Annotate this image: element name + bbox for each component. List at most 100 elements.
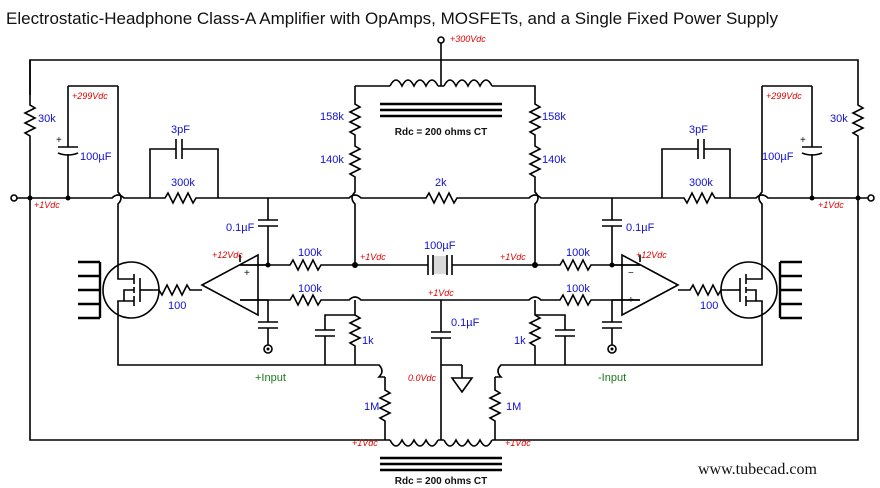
voltage-mid-right: +1Vdc bbox=[500, 252, 526, 262]
label-r-300k-left: 300k bbox=[171, 177, 195, 189]
label-r-100k-left-a: 100k bbox=[298, 247, 322, 259]
cap-01uF-left bbox=[258, 198, 278, 265]
label-r-300k-right: 300k bbox=[689, 177, 713, 189]
cap-3pF-right bbox=[661, 139, 731, 198]
opamp-left bbox=[200, 253, 259, 317]
heatsink-left bbox=[78, 260, 102, 320]
voltage-opamp-left: +12Vdc bbox=[212, 250, 243, 260]
resistor-2k bbox=[268, 191, 612, 205]
label-c-100uF-center: 100µF bbox=[424, 240, 456, 252]
voltage-ground-center: 0.0Vdc bbox=[408, 373, 437, 383]
opamp-left-minus: − bbox=[244, 295, 250, 306]
voltage-out-left: +1Vdc bbox=[34, 200, 60, 210]
input-terminal-right[interactable] bbox=[607, 344, 617, 354]
label-r-1M-right: 1M bbox=[506, 401, 521, 413]
label-r-100k-right-a: 100k bbox=[566, 247, 590, 259]
supply-terminal-top bbox=[437, 36, 445, 60]
opamp-left-plus: + bbox=[244, 268, 250, 279]
label-r-1M-left: 1M bbox=[364, 401, 379, 413]
input-terminal-left[interactable] bbox=[263, 344, 273, 354]
label-r-1k-left: 1k bbox=[362, 335, 374, 347]
cap-100uF-right bbox=[801, 86, 823, 198]
resistor-158k-right bbox=[528, 95, 542, 140]
voltage-mid-left: +1Vdc bbox=[360, 252, 386, 262]
voltage-opamp-right: +12Vdc bbox=[636, 250, 667, 260]
label-r-100k-left-b: 100k bbox=[298, 283, 322, 295]
resistor-30k-left bbox=[23, 95, 37, 198]
voltage-rail-right: +299Vdc bbox=[766, 91, 802, 101]
return-wire-right bbox=[495, 320, 763, 378]
output-line-right bbox=[730, 194, 868, 199]
label-r-1k-right: 1k bbox=[514, 335, 526, 347]
website-url[interactable]: www.tubecad.com bbox=[698, 461, 817, 478]
resistor-30k-right bbox=[851, 95, 865, 198]
ground-symbol bbox=[450, 365, 474, 394]
resistor-100-right bbox=[678, 283, 728, 297]
transformer-bottom bbox=[380, 438, 502, 472]
return-wire-left bbox=[117, 320, 385, 378]
cap-01uF-right bbox=[602, 198, 622, 265]
label-r-30k-right: 30k bbox=[830, 113, 848, 125]
mosfet-left bbox=[102, 261, 160, 320]
resistor-140k-right bbox=[528, 140, 542, 265]
voltage-supply-top: +300Vdc bbox=[450, 34, 486, 44]
label-r-140k-left: 140k bbox=[320, 154, 344, 166]
label-c-01uF-right: 0.1µF bbox=[626, 222, 655, 234]
resistor-140k-left bbox=[348, 140, 362, 265]
resistor-1M-right bbox=[488, 377, 502, 440]
label-r-158k-left: 158k bbox=[320, 111, 344, 123]
cap-input-left bbox=[258, 300, 278, 345]
label-r-140k-right: 140k bbox=[542, 154, 566, 166]
resistor-1k-right bbox=[528, 300, 542, 365]
rail-down-right bbox=[758, 86, 763, 270]
resistor-100k-left-top bbox=[240, 258, 355, 272]
transformer-top-label: Rdc = 200 ohms CT bbox=[395, 127, 488, 138]
label-c-100uF-left: 100µF bbox=[80, 151, 112, 163]
mosfet-right bbox=[720, 261, 778, 320]
label-input-right: -Input bbox=[598, 372, 626, 384]
voltage-mid-center: +1Vdc bbox=[428, 288, 454, 298]
voltage-bottom-left: +1Vdc bbox=[352, 438, 378, 448]
transformer-top bbox=[354, 60, 536, 118]
resistor-158k-left bbox=[348, 95, 362, 140]
resistor-300k-left bbox=[150, 191, 268, 205]
label-r-158k-right: 158k bbox=[542, 111, 566, 123]
label-r-100-left: 100 bbox=[168, 300, 186, 312]
opamp-left-inputs bbox=[258, 264, 268, 301]
cap-01uF-center bbox=[431, 300, 451, 440]
cap-plus-left: + bbox=[56, 135, 62, 146]
voltage-out-right: +1Vdc bbox=[818, 200, 844, 210]
cap-100uF-left bbox=[57, 86, 79, 198]
label-r-100k-right-b: 100k bbox=[566, 283, 590, 295]
diagram-title: Electrostatic-Headphone Class-A Amplifie… bbox=[6, 9, 778, 28]
label-c-100uF-right: 100µF bbox=[762, 151, 794, 163]
cap-100uF-center bbox=[355, 255, 535, 275]
output-line-left bbox=[17, 194, 150, 199]
voltage-rail-left: +299Vdc bbox=[72, 91, 108, 101]
cap-bypass-left bbox=[315, 314, 355, 365]
label-r-30k-left: 30k bbox=[38, 113, 56, 125]
transformer-bottom-label: Rdc = 200 ohms CT bbox=[395, 476, 488, 487]
opamp-right-plus: + bbox=[628, 295, 634, 306]
cap-input-right bbox=[602, 300, 622, 345]
voltage-bottom-right: +1Vdc bbox=[505, 438, 531, 448]
cap-bypass-right bbox=[535, 314, 575, 365]
label-r-2k: 2k bbox=[435, 177, 447, 189]
rail-down-left bbox=[117, 86, 122, 270]
label-c-3pF-left: 3pF bbox=[171, 124, 190, 136]
resistor-100-left bbox=[152, 283, 202, 297]
heatsink-right bbox=[778, 260, 802, 320]
label-input-left: +Input bbox=[255, 372, 286, 384]
resistor-300k-right bbox=[612, 191, 730, 205]
frame-wire bbox=[29, 198, 859, 441]
label-r-100-right: 100 bbox=[700, 300, 718, 312]
resistor-100k-right-top bbox=[535, 258, 640, 272]
opamp-right-minus: − bbox=[628, 268, 634, 279]
resistor-100k-left-bottom bbox=[240, 293, 640, 307]
label-c-01uF-center: 0.1µF bbox=[451, 317, 480, 329]
label-c-01uF-left: 0.1µF bbox=[226, 222, 255, 234]
opamp-right-inputs bbox=[612, 264, 622, 301]
resistor-1M-left bbox=[378, 377, 392, 440]
terminal-out-left bbox=[10, 194, 18, 202]
